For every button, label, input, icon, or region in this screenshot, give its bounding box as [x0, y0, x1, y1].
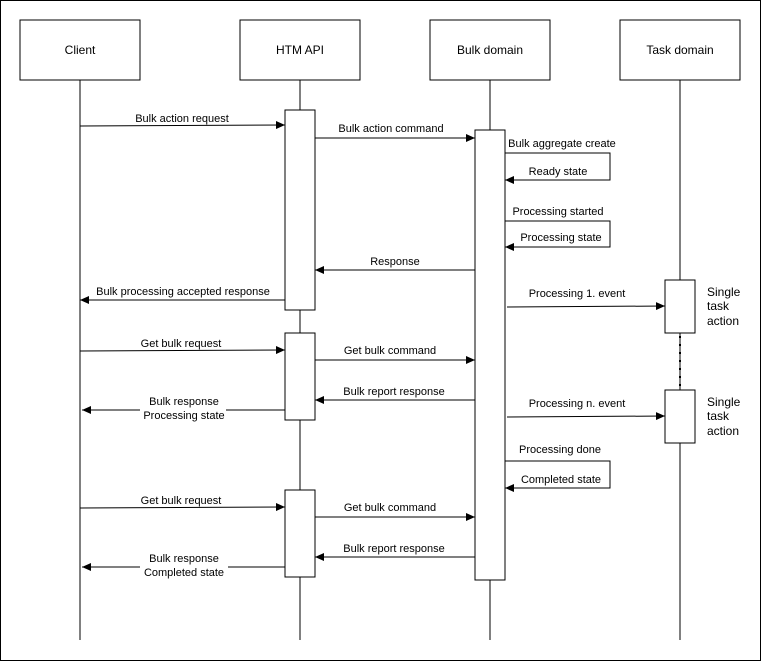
participant-bulk-label: Bulk domain	[457, 43, 523, 57]
activation-api-3	[284, 489, 316, 578]
label-m20-bg	[140, 552, 228, 580]
participant-task	[619, 19, 741, 81]
label-m18: Get bulk command	[344, 502, 436, 514]
label-m5: Processing started	[512, 206, 603, 218]
participant-api-label: HTM API	[276, 43, 324, 57]
arrow-m3-self	[505, 152, 611, 184]
label-m13-line1: Bulk response	[149, 396, 219, 408]
label-m11: Get bulk command	[344, 345, 436, 357]
label-m6: Processing state	[520, 232, 601, 244]
participant-client	[19, 19, 141, 81]
label-m9: Processing 1. event	[529, 288, 626, 300]
arrow-m5-self	[505, 220, 611, 251]
activation-task-1	[664, 279, 696, 334]
label-m2: Bulk action command	[338, 123, 443, 135]
label-m1: Bulk action request	[135, 113, 229, 125]
participant-task-label: Task domain	[646, 43, 713, 57]
participant-api	[239, 19, 361, 81]
label-m15: Processing done	[519, 444, 601, 456]
label-m3: Bulk aggregate create	[508, 138, 616, 150]
label-m14: Processing n. event	[529, 398, 626, 410]
arrow-m15-self	[505, 460, 611, 492]
activation-bulk	[474, 129, 506, 581]
arrow-m10	[79, 346, 286, 355]
label-m8: Bulk processing accepted response	[96, 286, 270, 298]
label-m12: Bulk report response	[343, 386, 445, 398]
arrow-m14	[506, 412, 666, 421]
label-m16: Completed state	[521, 474, 601, 486]
activation-task-2	[664, 389, 696, 444]
arrow-m17	[79, 503, 286, 512]
label-m20-line1: Bulk response	[149, 553, 219, 565]
label-m10: Get bulk request	[141, 338, 222, 350]
label-m13-bg	[140, 395, 226, 423]
participant-client-label: Client	[65, 43, 96, 57]
activation-api-1	[284, 109, 316, 311]
label-m7: Response	[370, 256, 420, 268]
arrow-m1	[79, 121, 286, 130]
side-note-task1-line3: action	[707, 314, 739, 328]
label-m19: Bulk report response	[343, 543, 445, 555]
label-m20-line2: Completed state	[144, 567, 224, 579]
side-note-task2-line3: action	[707, 424, 739, 438]
label-m17: Get bulk request	[141, 495, 222, 507]
side-note-task1-line1: Single	[707, 285, 741, 299]
side-note-task2-line1: Single	[707, 395, 741, 409]
participant-bulk	[429, 19, 551, 81]
arrow-m9	[506, 302, 666, 311]
activation-api-2	[284, 332, 316, 421]
side-note-task1-line2: task	[707, 299, 730, 313]
side-note-task2-line2: task	[707, 409, 730, 423]
label-m13-line2: Processing state	[143, 410, 224, 422]
label-m4: Ready state	[529, 166, 588, 178]
